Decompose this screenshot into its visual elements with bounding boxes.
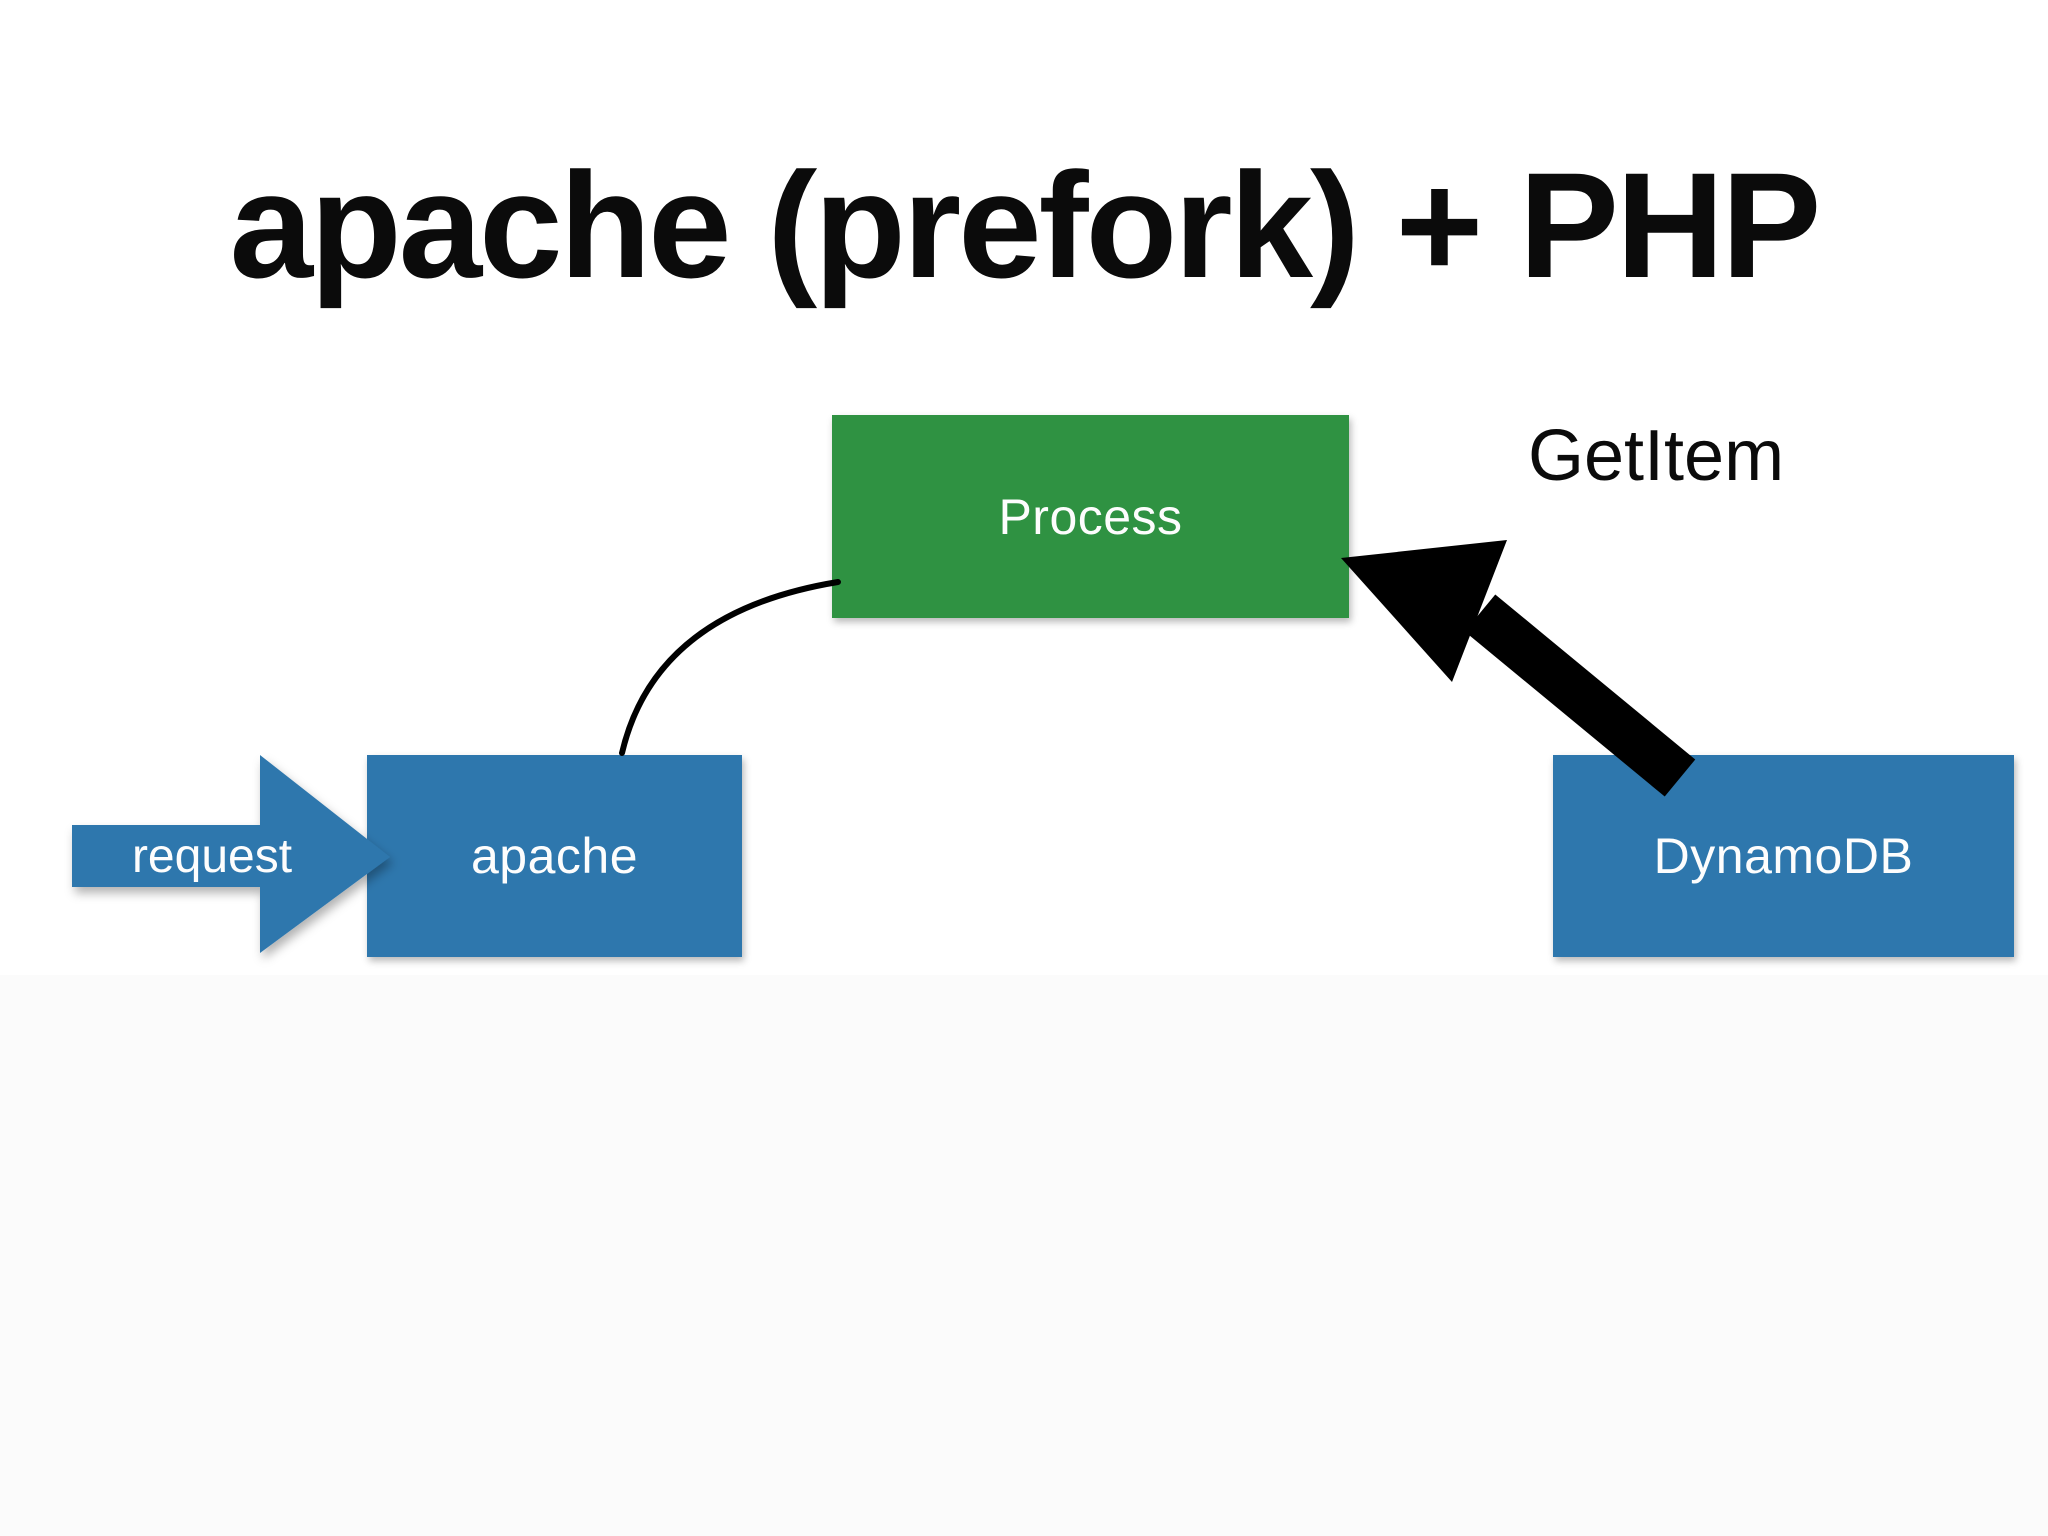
getitem-annotation: GetItem [1528,416,1785,496]
node-process: Process [832,415,1349,618]
getitem-arrowhead [1341,540,1507,682]
footer-band [0,975,2048,1536]
getitem-arrow-shaft [1464,594,1696,797]
node-apache-label: apache [470,828,639,884]
apache-to-process-connector [619,579,841,756]
request-arrow-label: request [131,830,293,883]
node-dynamodb: DynamoDB [1553,755,2014,957]
node-dynamodb-label: DynamoDB [1653,828,1914,884]
node-process-label: Process [998,488,1183,545]
slide-title: apache (prefork) + PHP [229,141,1822,309]
node-apache: apache [367,755,742,957]
